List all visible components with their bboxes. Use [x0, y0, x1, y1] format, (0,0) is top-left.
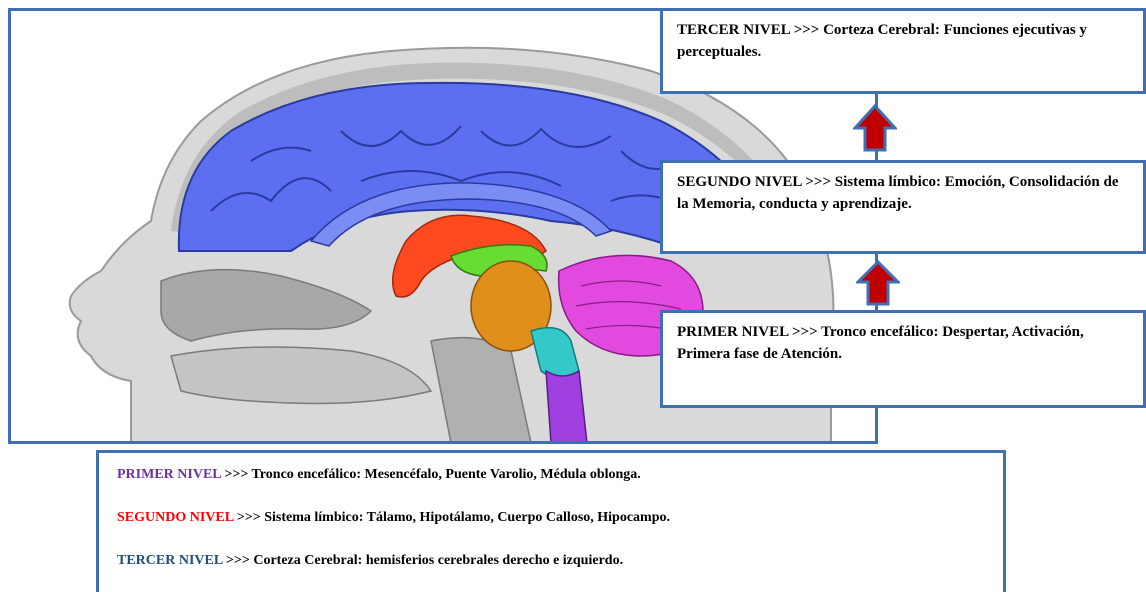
primer-nivel-text: PRIMER NIVEL >>> Tronco encefálico: Desp… — [677, 324, 1084, 362]
up-arrow-icon — [856, 260, 900, 306]
segundo-nivel-text: SEGUNDO NIVEL >>> Sistema límbico: Emoci… — [677, 174, 1119, 212]
legend-level-text: >>> Sistema límbico: Tálamo, Hipotálamo,… — [233, 510, 670, 525]
legend-level-text: >>> Corteza Cerebral: hemisferios cerebr… — [222, 553, 623, 568]
legend-level-name: SEGUNDO NIVEL — [117, 510, 233, 525]
legend-level-name: PRIMER NIVEL — [117, 467, 221, 482]
legend-item-primer: PRIMER NIVEL >>> Tronco encefálico: Mese… — [117, 467, 985, 487]
spinal-cord — [546, 371, 587, 443]
primer-nivel-box: PRIMER NIVEL >>> Tronco encefálico: Desp… — [660, 310, 1146, 408]
legend-item-segundo: SEGUNDO NIVEL >>> Sistema límbico: Tálam… — [117, 510, 985, 530]
legend-item-tercer: TERCER NIVEL >>> Corteza Cerebral: hemis… — [117, 553, 985, 573]
legend-box: PRIMER NIVEL >>> Tronco encefálico: Mese… — [96, 450, 1006, 592]
up-arrow-icon — [853, 104, 897, 152]
segundo-nivel-box: SEGUNDO NIVEL >>> Sistema límbico: Emoci… — [660, 160, 1146, 254]
legend-level-name: TERCER NIVEL — [117, 553, 222, 568]
legend-level-text: >>> Tronco encefálico: Mesencéfalo, Puen… — [221, 467, 641, 482]
tercer-nivel-text: TERCER NIVEL >>> Corteza Cerebral: Funci… — [677, 22, 1087, 60]
tercer-nivel-box: TERCER NIVEL >>> Corteza Cerebral: Funci… — [660, 8, 1146, 94]
